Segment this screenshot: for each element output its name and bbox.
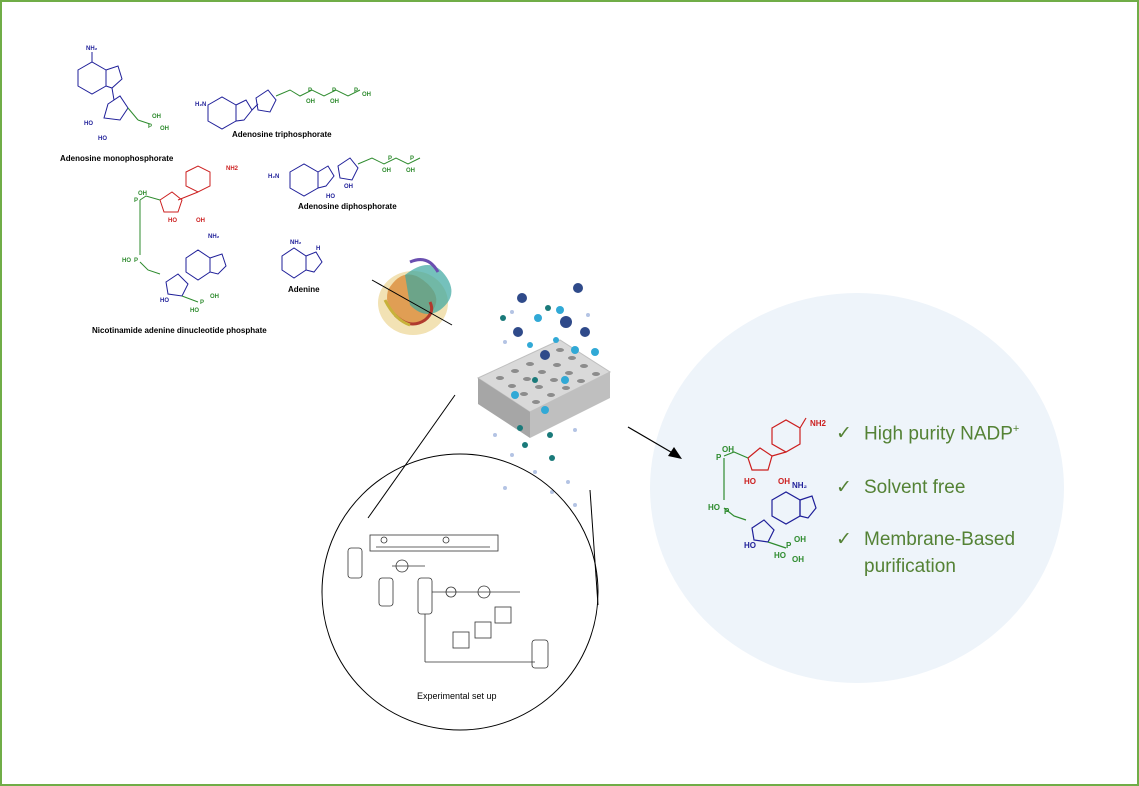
svg-text:HO: HO [190,308,199,314]
svg-text:P: P [724,507,730,516]
nadp-product-structure [723,417,817,549]
svg-text:OH: OH [792,555,804,564]
svg-text:P: P [134,258,138,264]
svg-text:HO: HO [160,298,169,304]
label-adenine: Adenine [288,285,320,294]
svg-text:OH: OH [406,168,415,174]
svg-text:HO: HO [744,477,756,486]
svg-text:HO: HO [98,136,107,142]
amp-nh2-label: NH₂ [86,46,98,52]
label-atp: Adenosine triphosphorate [232,130,332,139]
svg-text:NH2: NH2 [810,419,827,428]
svg-text:H₂N: H₂N [195,102,206,108]
label-adp: Adenosine diphosphorate [298,202,397,211]
svg-text:OH: OH [344,184,353,190]
check-icon: ✓ [836,422,852,444]
svg-text:P: P [308,88,312,94]
svg-text:HO: HO [168,218,177,224]
svg-text:NH₂: NH₂ [792,481,808,490]
svg-text:OH: OH [794,535,806,544]
svg-text:P: P [148,124,152,130]
claim-membrane-based: Membrane-Based [864,529,1016,550]
zoom-connector [321,394,599,731]
amp-structure [77,52,151,125]
svg-text:HO: HO [326,194,335,200]
svg-text:NH₂: NH₂ [290,240,302,246]
label-nadp: Nicotinamide adenine dinucleotide phosph… [92,326,267,335]
experimental-setup-caption: Experimental set up [417,691,497,701]
svg-text:OH: OH [362,92,371,98]
svg-text:H: H [316,246,320,252]
check-icon: ✓ [836,476,852,498]
svg-text:P: P [410,156,414,162]
product-bubble [650,293,1064,683]
label-amp: Adenosine monophosphorate [60,154,174,163]
svg-text:P: P [716,453,722,462]
svg-text:HO: HO [84,121,93,127]
atp-structure [207,89,361,130]
svg-text:OH: OH [778,477,790,486]
svg-text:P: P [332,88,336,94]
svg-text:OH: OH [330,99,339,105]
svg-text:OH: OH [160,126,169,132]
svg-text:OH: OH [722,445,734,454]
enzyme-icon [371,258,453,335]
claim-high-purity: High purity NADP+ [864,423,1020,445]
svg-text:HO: HO [708,503,720,512]
molecule-particles [493,283,599,507]
svg-text:H₂N: H₂N [268,174,279,180]
svg-text:NH2: NH2 [226,166,239,172]
svg-text:P: P [134,198,138,204]
svg-text:P: P [354,88,358,94]
svg-text:OH: OH [152,114,161,120]
svg-text:HO: HO [744,541,756,550]
svg-text:OH: OH [138,191,147,197]
svg-text:OH: OH [382,168,391,174]
svg-text:P: P [786,541,792,550]
svg-text:OH: OH [210,294,219,300]
nadp-structure [139,165,227,303]
svg-text:P: P [200,300,204,306]
svg-text:HO: HO [774,551,786,560]
svg-text:P: P [388,156,392,162]
experimental-setup-schematic [347,534,549,669]
svg-text:HO: HO [122,258,131,264]
check-icon: ✓ [836,528,852,550]
svg-text:OH: OH [306,99,315,105]
adp-structure [289,157,421,197]
adenine-structure [281,247,323,279]
claim-solvent-free: Solvent free [864,477,966,498]
process-arrow [627,426,682,459]
claim-membrane-based-line2: purification [864,556,956,577]
membrane-icon [476,339,612,438]
svg-text:NH₂: NH₂ [208,234,220,240]
svg-text:OH: OH [196,218,205,224]
